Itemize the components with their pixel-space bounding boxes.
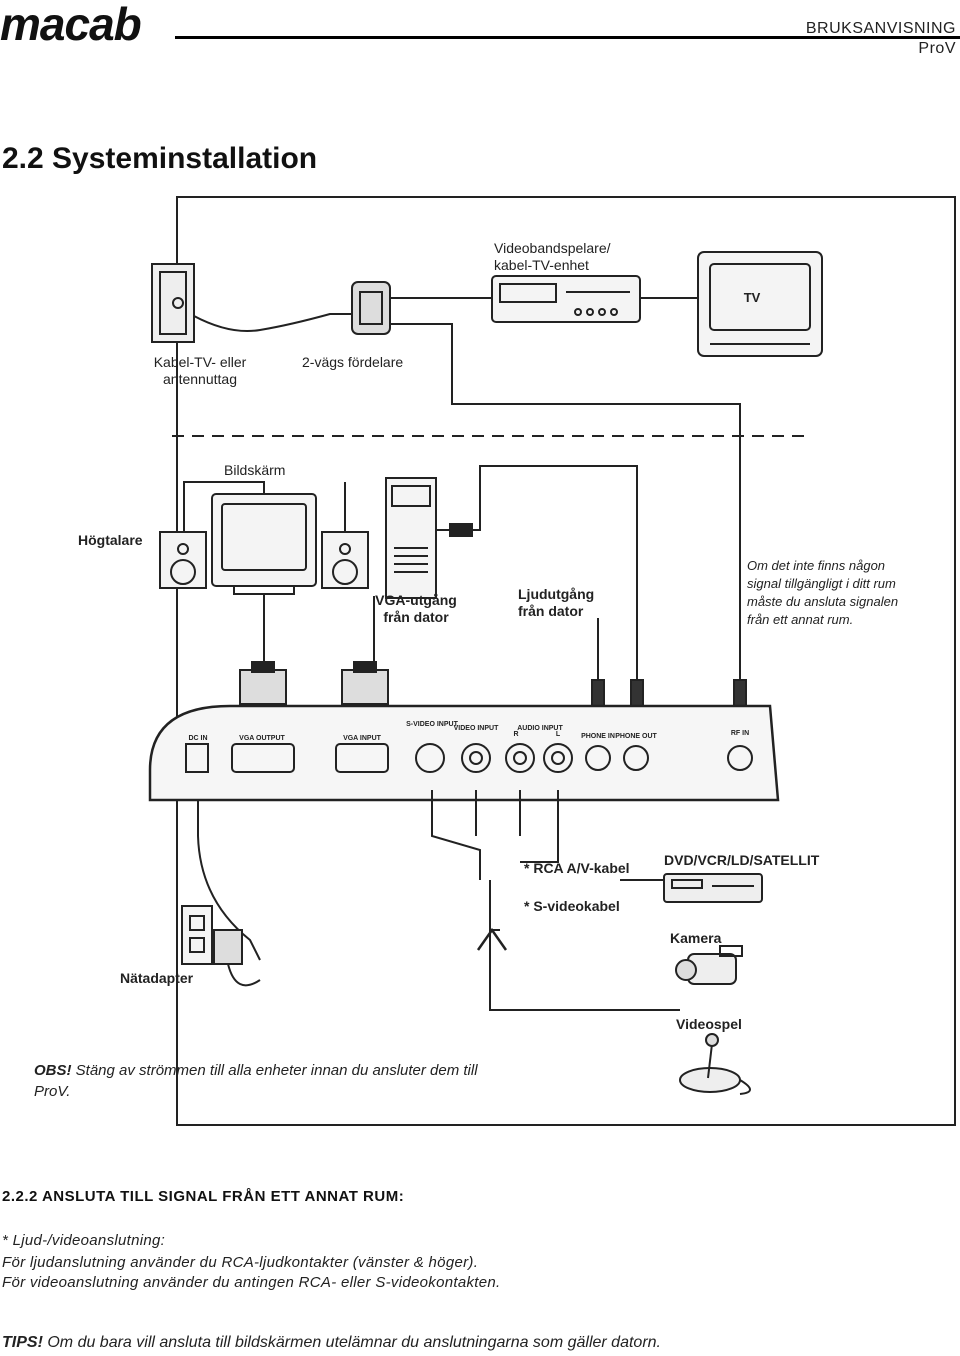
prov-device-icon	[148, 704, 780, 802]
diagram-frame	[176, 196, 956, 1126]
port-r: R	[513, 731, 518, 738]
port-vga-output: VGA OUTPUT	[239, 735, 285, 742]
left-speaker-icon	[159, 531, 207, 589]
port-phone-out: PHONE OUT	[615, 733, 657, 740]
svideo-cable-label: * S-videokabel	[524, 898, 620, 914]
section-heading: 2.2.2 ANSLUTA TILL SIGNAL FRÅN ETT ANNAT…	[2, 1188, 405, 1205]
audio-out-label: Ljudutgång från dator	[518, 586, 595, 619]
splitter-icon	[351, 281, 418, 335]
dvd-player-icon	[663, 873, 763, 903]
port-phone-in: PHONE IN	[581, 733, 615, 740]
port-rf-in: RF IN	[731, 730, 749, 737]
wall-outlet-label: Kabel-TV- eller antennuttag	[153, 354, 247, 387]
doc-type: BRUKSANVISNING	[805, 20, 956, 37]
vga-plug-1-icon	[239, 661, 287, 705]
page-title: 2.2 Systeminstallation	[2, 142, 318, 175]
rca-cable-label: * RCA A/V-kabel	[524, 860, 630, 876]
vcr-icon	[491, 275, 641, 323]
tips-text: Om du bara vill ansluta till bildskärmen…	[47, 1334, 661, 1351]
monitor-icon	[211, 493, 317, 595]
port-vga-input: VGA INPUT	[343, 735, 382, 742]
camera-icon	[675, 945, 743, 985]
vcr-label: Videobandspelare/ kabel-TV-enhet	[494, 240, 611, 273]
brand-logo: macab	[0, 0, 142, 50]
section-line-3: För videoanslutning använder du antingen…	[2, 1274, 501, 1291]
tv-label: TV	[744, 290, 761, 305]
obs-label: OBS!	[34, 1062, 72, 1079]
speakers-label: Högtalare	[78, 532, 143, 548]
monitor-label: Bildskärm	[224, 462, 286, 478]
right-speaker-icon	[321, 531, 369, 589]
camera-label: Kamera	[670, 930, 722, 946]
vga-plug-2-icon	[341, 661, 389, 705]
obs-warning: OBS! Stäng av strömmen till alla enheter…	[34, 1060, 494, 1102]
signal-note: Om det inte finns någon signal tillgängl…	[747, 558, 899, 627]
adapter-label: Nätadapter	[120, 970, 194, 986]
computer-tower-icon	[385, 477, 437, 599]
port-audio-input: AUDIO INPUT	[517, 725, 563, 732]
port-dc-in: DC IN	[188, 735, 207, 742]
splitter-label: 2-vägs fördelare	[302, 354, 404, 370]
joystick-icon	[679, 1033, 751, 1095]
power-adapter-icon	[213, 929, 261, 987]
tips-note: TIPS! Om du bara vill ansluta till bilds…	[2, 1334, 661, 1352]
obs-text: Stäng av strömmen till alla enheter inna…	[34, 1062, 478, 1100]
header-rule	[175, 36, 960, 39]
section-line-2: För ljudanslutning använder du RCA-ljudk…	[2, 1254, 479, 1271]
gamepad-label: Videospel	[676, 1016, 742, 1032]
connection-diagram: DC IN VGA OUTPUT VGA INPUT S-VIDEO INPUT…	[148, 251, 823, 1095]
port-svideo-input: S-VIDEO INPUT	[406, 721, 458, 728]
vga-out-label: VGA-utgång från dator	[375, 592, 457, 625]
section-line-1: * Ljud-/videoanslutning:	[2, 1232, 166, 1249]
port-l: L	[556, 731, 561, 738]
tv-icon	[697, 251, 823, 357]
port-video-input: VIDEO INPUT	[454, 725, 499, 732]
wall-outlet-icon	[151, 263, 195, 343]
power-outlet-icon	[181, 905, 213, 965]
tips-label: TIPS!	[2, 1334, 43, 1351]
product-name: ProV	[918, 40, 956, 57]
dvd-label: DVD/VCR/LD/SATELLIT	[664, 852, 820, 868]
